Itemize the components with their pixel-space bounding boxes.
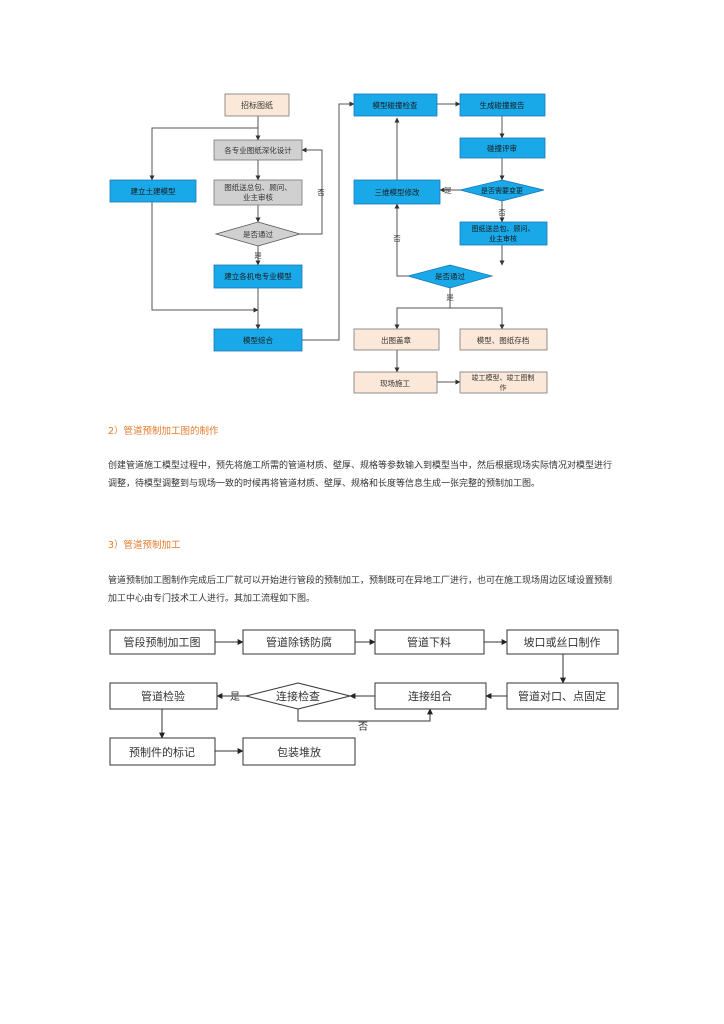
check-label: 连接检查 xyxy=(276,689,320,703)
mep-model-box xyxy=(213,264,303,289)
pack-label: 包装堆放 xyxy=(277,745,321,759)
bim-workflow-flowchart: 招标图纸 各专业图纸深化设计 图纸送总包、顾问、业主审核 是否通过 建立土建模型… xyxy=(0,0,724,400)
start-box xyxy=(224,93,290,117)
eval-box xyxy=(459,137,546,159)
rust-label: 管道除锈防腐 xyxy=(266,635,332,649)
pass-label-2: 是否通过 xyxy=(435,271,465,281)
stamp-label: 出图盖章 xyxy=(381,335,411,345)
inspect-label: 管道检验 xyxy=(141,689,185,703)
collide-box xyxy=(353,93,438,117)
align-label: 管道对口、点固定 xyxy=(518,689,606,703)
inspect-box xyxy=(109,682,218,710)
cut-box xyxy=(374,629,485,655)
modify3d-box xyxy=(353,179,441,205)
pipe-prefab-flowchart: 管段预制加工图 管道除锈防腐 管道下料 坡口或丝口制作 管道对口、点固定 连接组… xyxy=(0,620,724,770)
need-change-diamond xyxy=(459,179,545,202)
section3-body: 管道预制加工图制作完成后工厂就可以开始进行管段的预制加工，预制既可在异地工厂进行… xyxy=(108,576,613,604)
review-box-2 xyxy=(459,221,548,246)
collide-label: 模型碰撞检查 xyxy=(373,100,418,110)
pass-diamond-1 xyxy=(214,221,302,247)
align-box xyxy=(506,682,619,710)
drawing-label: 管段预制加工图 xyxy=(124,635,201,649)
archive-box xyxy=(459,328,548,351)
section2-heading: 2）管道预制加工图的制作 xyxy=(108,426,219,437)
construct-box xyxy=(353,371,438,394)
groove-box xyxy=(506,629,619,655)
stamp-box xyxy=(353,328,440,351)
report-box xyxy=(459,93,546,117)
no-label-3: 否 xyxy=(393,234,401,243)
yes-label-2: 是 xyxy=(444,186,452,195)
pass-label-1: 是否通过 xyxy=(243,229,273,239)
check-diamond xyxy=(245,682,351,710)
assemble-label: 连接组合 xyxy=(408,689,452,703)
start-label: 招标图纸 xyxy=(241,100,273,110)
groove-label: 坡口或丝口制作 xyxy=(524,636,601,649)
review-label-2: 图纸送总包、顾问、业主审核 xyxy=(472,224,535,243)
eval-label: 碰撞评审 xyxy=(487,143,517,153)
review-box-1 xyxy=(213,179,303,206)
pack-box xyxy=(242,737,356,766)
asbuilt-label: 竣工模型、竣工图制作 xyxy=(472,373,535,392)
mark-label: 预制件的标记 xyxy=(129,745,195,759)
archive-label: 模型、图纸存档 xyxy=(477,335,530,345)
asbuilt-box xyxy=(459,371,548,394)
report-label: 生成碰撞报告 xyxy=(480,100,525,110)
modify3d-label: 三维模型修改 xyxy=(375,187,420,197)
yes-label: 是 xyxy=(230,691,240,703)
yes-label-3: 是 xyxy=(446,293,454,302)
integrate-label: 模型综合 xyxy=(243,335,273,345)
section3-heading: 3）管道预制加工 xyxy=(108,540,181,551)
mark-box xyxy=(109,737,216,766)
no-label: 否 xyxy=(358,721,368,733)
struct-model-box xyxy=(109,179,197,203)
no-label-2: 否 xyxy=(498,208,506,217)
refine-box xyxy=(213,139,303,161)
review-label-1: 图纸送总包、顾问、业主审核 xyxy=(224,182,292,202)
yes-label-1: 是 xyxy=(254,251,262,260)
pass-diamond-2 xyxy=(406,264,494,289)
cut-label: 管道下料 xyxy=(407,635,451,649)
integrate-box xyxy=(213,328,303,352)
drawing-box xyxy=(109,629,216,655)
no-label-1: 否 xyxy=(317,188,325,197)
mep-model-label: 建立各机电专业模型 xyxy=(224,271,292,281)
assemble-box xyxy=(374,682,487,710)
refine-label: 各专业图纸深化设计 xyxy=(224,145,292,155)
struct-model-label: 建立土建模型 xyxy=(131,186,176,196)
rust-box xyxy=(242,629,356,655)
construct-label: 现场施工 xyxy=(380,378,410,388)
need-change-label: 是否需要变更 xyxy=(481,186,523,195)
section2-body: 创建管道施工模型过程中，预先将施工所需的管道材质、壁厚、规格等参数输入到模型当中… xyxy=(108,461,613,489)
